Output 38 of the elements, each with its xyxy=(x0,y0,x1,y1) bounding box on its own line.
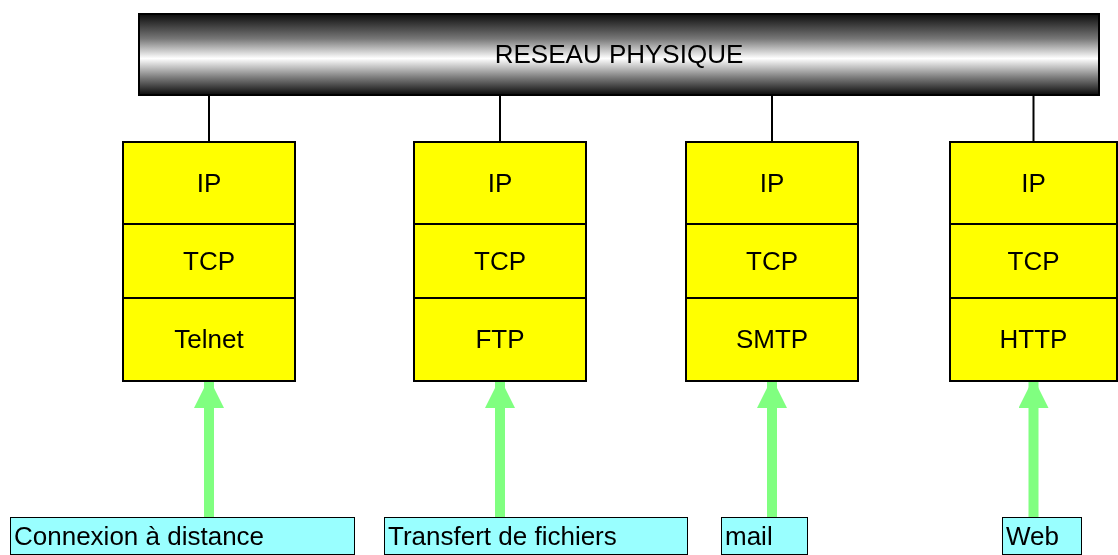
protocol-layer-box xyxy=(949,297,1118,382)
protocol-layer-box xyxy=(122,223,296,299)
connector-line xyxy=(1032,95,1035,142)
protocol-name: TCP xyxy=(1007,245,1060,277)
connector-line xyxy=(771,95,773,142)
protocol-name: SMTP xyxy=(735,324,809,355)
protocol-name: HTTP xyxy=(999,324,1068,355)
application-name: Web xyxy=(1006,520,1059,552)
protocol-name: IP xyxy=(1021,167,1046,199)
protocol-layer-box xyxy=(122,297,296,382)
network-bar xyxy=(138,13,1100,96)
connector-line xyxy=(499,95,501,142)
protocol-layer-box xyxy=(685,297,859,382)
application-name: Connexion à distance xyxy=(14,520,265,552)
application-label-box xyxy=(384,517,688,555)
protocol-name: TCP xyxy=(474,245,526,277)
protocol-name: IP xyxy=(196,167,222,199)
protocol-layer-box xyxy=(949,141,1118,225)
protocol-layer-box xyxy=(685,223,859,299)
protocol-name: IP xyxy=(487,167,513,199)
protocol-name: FTP xyxy=(475,324,525,355)
application-label-box xyxy=(1002,517,1082,555)
application-name: Transfert de fichiers xyxy=(388,520,617,552)
application-label-box xyxy=(721,517,808,555)
connector-line xyxy=(208,95,210,142)
protocol-layer-box xyxy=(122,141,296,225)
protocol-layer-box xyxy=(413,223,587,299)
protocol-name: Telnet xyxy=(174,324,244,355)
protocol-name: TCP xyxy=(183,245,235,277)
application-name: mail xyxy=(725,520,773,552)
protocol-name: TCP xyxy=(746,245,798,277)
protocol-layer-box xyxy=(413,297,587,382)
application-label-box xyxy=(10,517,355,555)
network-title: RESEAU PHYSIQUE xyxy=(494,39,744,70)
protocol-name: IP xyxy=(759,167,785,199)
protocol-layer-box xyxy=(949,223,1118,299)
protocol-layer-box xyxy=(685,141,859,225)
protocol-layer-box xyxy=(413,141,587,225)
